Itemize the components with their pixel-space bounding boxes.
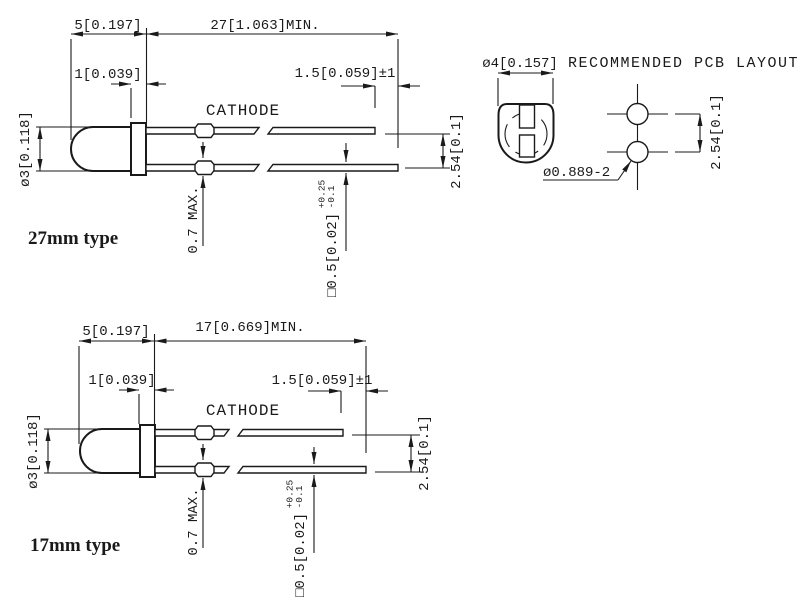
dim-lead-square: □0.5[0.02] +0.25 -0.1 — [285, 447, 317, 597]
dim-lead-length-label: 27[1.063]MIN. — [210, 18, 319, 34]
dim-body-length: 5[0.197] — [78, 324, 156, 444]
dim-lead-square-tol-plus: +0.25 — [285, 479, 296, 508]
dim-lead-pitch: 2.54[0.1] — [352, 415, 433, 491]
dim-body-diameter: ø3[0.118] — [26, 413, 99, 489]
dim-body-diameter-label: ø3[0.118] — [26, 413, 42, 489]
lead-cross-section-bottom — [518, 134, 536, 158]
dim-lead-square-tol-minus: -0.1 — [294, 485, 305, 508]
cathode-lead-segment2 — [266, 126, 376, 135]
type-label-27mm: 27mm type — [28, 228, 118, 249]
pcb-hole-pattern: 2.54[0.1] ø0.889-2 — [543, 84, 725, 190]
anode-lead-segment2 — [266, 163, 399, 172]
pcb-hole-bottom — [626, 140, 649, 164]
dim-lead-pitch: 2.54[0.1] — [385, 113, 465, 189]
dim-lead-length: 27[1.063]MIN. — [146, 18, 399, 148]
dim-standoff-label: 0.7 MAX. — [186, 488, 202, 555]
hole-spec-callout: ø0.889-2 — [543, 160, 632, 181]
cathode-label: CATHODE — [206, 402, 280, 420]
dim-cathode-offset-label: 1.5[0.059]±1 — [295, 66, 396, 82]
anode-lead-segment2 — [236, 465, 367, 474]
cathode-lead-crimp — [194, 123, 215, 139]
dim-flange-thickness-label: 1[0.039] — [74, 67, 141, 83]
cathode-label: CATHODE — [206, 102, 280, 120]
dim-standoff: 0.7 MAX. — [186, 444, 206, 556]
dim-lead-square-label: □0.5[0.02] — [325, 213, 341, 297]
anode-lead-crimp — [194, 160, 215, 176]
dim-cathode-offset-label: 1.5[0.059]±1 — [272, 373, 373, 389]
dim-lead-square-tol-plus: +0.25 — [317, 179, 328, 208]
dim-body-length-label: 5[0.197] — [74, 18, 141, 34]
anode-lead-crimp — [194, 462, 215, 478]
dim-body-diameter: ø3[0.118] — [18, 111, 90, 187]
dim-lead-pitch-label: 2.54[0.1] — [417, 415, 433, 491]
led-top-view — [497, 103, 555, 164]
led-17mm-diagram: 5[0.197] 17[0.669]MIN. 1[0.039] 1.5[0.05… — [26, 320, 433, 597]
dim-lead-length-label: 17[0.669]MIN. — [195, 320, 304, 336]
dim-flange-thickness: 1[0.039] — [88, 373, 174, 424]
dim-lead-square-tol-minus: -0.1 — [326, 185, 337, 208]
anode-lead-segment1 — [154, 465, 231, 474]
led-flange — [130, 122, 147, 176]
dim-cathode-offset: 1.5[0.059]±1 — [272, 373, 388, 413]
pcb-hole-top — [626, 102, 649, 126]
dim-standoff: 0.7 MAX. — [186, 142, 206, 254]
led-dome-outline — [70, 126, 131, 172]
cathode-lead-segment2 — [236, 428, 344, 437]
led-dome-outline — [79, 428, 140, 474]
cathode-lead-segment1 — [154, 428, 231, 437]
led-flange — [139, 424, 156, 478]
dim-flange-thickness: 1[0.039] — [74, 67, 166, 118]
dim-lead-square: □0.5[0.02] +0.25 -0.1 — [317, 143, 349, 297]
dim-body-length-label: 5[0.197] — [82, 324, 149, 340]
flange-outline — [497, 103, 555, 164]
cathode-lead-crimp — [194, 425, 215, 441]
dim-lead-square-label: □0.5[0.02] — [293, 513, 309, 597]
pcb-layout-diagram: RECOMMENDED PCB LAYOUT ø4[0.157] — [482, 55, 799, 190]
led-27mm-diagram: 5[0.197] 27[1.063]MIN. 1[0.039] 1.5[0.05… — [18, 18, 465, 297]
dim-body-diameter-label: ø3[0.118] — [18, 111, 34, 187]
dim-hole-pitch: 2.54[0.1] — [697, 94, 725, 170]
pcb-layout-title: RECOMMENDED PCB LAYOUT — [568, 55, 799, 72]
hole-spec-label: ø0.889-2 — [543, 165, 610, 181]
dim-hole-pitch-label: 2.54[0.1] — [709, 94, 725, 170]
dim-flange-diameter-label: ø4[0.157] — [482, 56, 558, 72]
dim-standoff-label: 0.7 MAX. — [186, 186, 202, 253]
type-label-17mm: 17mm type — [30, 535, 120, 556]
dim-lead-length: 17[0.669]MIN. — [154, 320, 367, 453]
dim-lead-pitch-label: 2.54[0.1] — [449, 113, 465, 189]
dim-flange-diameter: ø4[0.157] — [482, 56, 558, 106]
dim-body-length: 5[0.197] — [70, 18, 148, 140]
dim-flange-thickness-label: 1[0.039] — [88, 373, 155, 389]
lead-cross-section-top — [518, 104, 536, 129]
dim-cathode-offset: 1.5[0.059]±1 — [295, 66, 420, 108]
